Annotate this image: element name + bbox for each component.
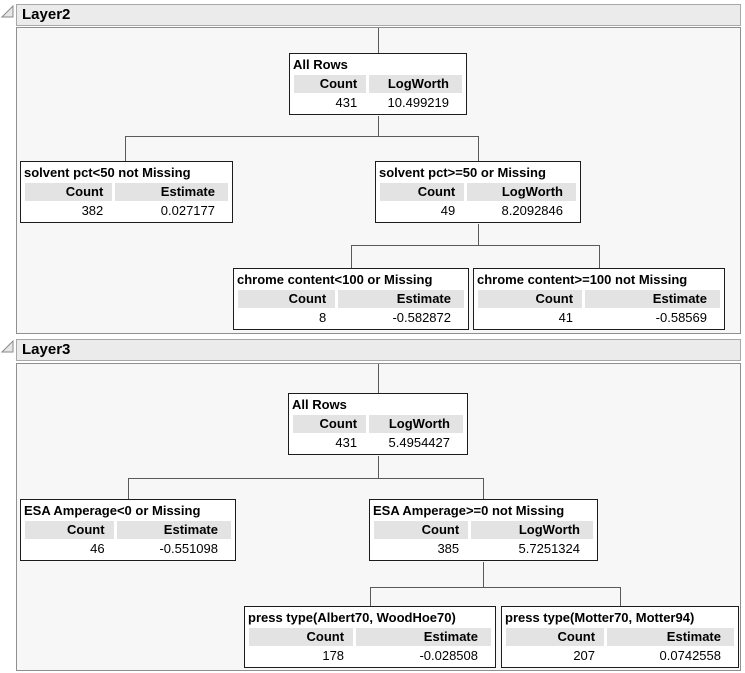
layer3-panel: All Rows Count LogWorth 431 5.4954427 ES… — [16, 363, 741, 671]
connector-line — [128, 478, 484, 479]
node-col-count: Count — [25, 521, 114, 539]
node-count-value: 178 — [322, 648, 345, 663]
tree-node-press-albert: press type(Albert70, WoodHoe70) Count Es… — [244, 606, 496, 668]
node-title: chrome content<100 or Missing — [237, 272, 433, 287]
node-stat-value: 10.499219 — [387, 95, 449, 110]
layer2-title: Layer2 — [22, 6, 71, 23]
connector-line — [478, 136, 479, 161]
node-title: press type(Albert70, WoodHoe70) — [248, 610, 456, 625]
node-col-stat: Estimate — [356, 628, 491, 646]
connector-line — [478, 224, 479, 245]
connector-line — [370, 587, 621, 588]
layer3-title: Layer3 — [22, 341, 71, 358]
node-count-value: 46 — [90, 541, 105, 556]
node-count-value: 431 — [335, 435, 358, 450]
node-title: chrome content>=100 not Missing — [477, 272, 688, 287]
node-count-value: 41 — [558, 310, 574, 325]
tree-node-all-rows: All Rows Count LogWorth 431 10.499219 — [289, 53, 467, 115]
node-stat-value: 8.2092846 — [501, 203, 563, 218]
node-stat-value: 5.7251324 — [518, 541, 580, 556]
disclosure-triangle-icon[interactable] — [0, 339, 15, 354]
node-stat-value: -0.58569 — [655, 310, 707, 325]
connector-line — [378, 456, 379, 478]
node-stat-value: -0.028508 — [419, 648, 478, 663]
node-title: ESA Amperage>=0 not Missing — [373, 503, 565, 518]
node-title: press type(Motter70, Motter94) — [505, 610, 695, 625]
connector-line — [351, 245, 600, 246]
connector-line — [125, 136, 479, 137]
node-col-stat: Estimate — [607, 628, 734, 646]
tree-node-solvent-lt50: solvent pct<50 not Missing Count Estimat… — [20, 161, 233, 223]
node-col-count: Count — [238, 290, 336, 308]
node-col-stat: LogWorth — [369, 415, 463, 433]
node-col-stat: Estimate — [585, 290, 720, 308]
node-count-value: 8 — [318, 310, 327, 325]
disclosure-triangle-icon[interactable] — [0, 4, 15, 19]
connector-line — [351, 245, 352, 268]
node-count-value: 49 — [440, 203, 456, 218]
node-count-value: 385 — [437, 541, 460, 556]
node-col-count: Count — [478, 290, 583, 308]
node-count-value: 207 — [573, 648, 596, 663]
node-stat-value: 0.027177 — [160, 203, 215, 218]
node-col-count: Count — [294, 75, 367, 93]
layer2-header-bar[interactable]: Layer2 — [16, 4, 741, 26]
layer3-header-bar[interactable]: Layer3 — [16, 339, 741, 361]
node-stat-value: 5.4954427 — [388, 435, 450, 450]
node-col-count: Count — [25, 183, 113, 201]
connector-line — [125, 136, 126, 161]
node-col-count: Count — [374, 521, 469, 539]
connector-line — [620, 587, 621, 606]
node-col-count: Count — [293, 415, 367, 433]
node-title: ESA Amperage<0 or Missing — [24, 503, 201, 518]
tree-node-chrome-lt100: chrome content<100 or Missing Count Esti… — [233, 268, 469, 330]
node-stat-value: 0.0742558 — [659, 648, 721, 663]
connector-line — [483, 562, 484, 587]
connector-line — [128, 478, 129, 499]
tree-node-press-motter: press type(Motter70, Motter94) Count Est… — [501, 606, 739, 668]
node-count-value: 431 — [335, 95, 358, 110]
disclosure-triangle-icon — [0, 339, 14, 353]
node-col-stat: Estimate — [115, 183, 228, 201]
layer2-panel: All Rows Count LogWorth 431 10.499219 so… — [16, 27, 741, 334]
node-col-stat: LogWorth — [471, 521, 593, 539]
connector-line — [599, 245, 600, 268]
tree-node-esa-ge0: ESA Amperage>=0 not Missing Count LogWor… — [369, 499, 598, 561]
connector-line — [378, 116, 379, 136]
node-stat-value: -0.582872 — [392, 310, 451, 325]
connector-line — [378, 364, 379, 393]
connector-line — [370, 587, 371, 606]
tree-node-all-rows: All Rows Count LogWorth 431 5.4954427 — [288, 393, 468, 455]
node-col-count: Count — [249, 628, 354, 646]
node-col-count: Count — [380, 183, 465, 201]
connector-line — [378, 28, 379, 53]
node-count-value: 382 — [81, 203, 104, 218]
connector-line — [483, 478, 484, 499]
disclosure-triangle-icon — [0, 4, 14, 18]
node-col-stat: LogWorth — [467, 183, 576, 201]
tree-node-chrome-ge100: chrome content>=100 not Missing Count Es… — [473, 268, 725, 330]
tree-node-solvent-ge50: solvent pct>=50 or Missing Count LogWort… — [375, 161, 581, 223]
tree-node-esa-lt0: ESA Amperage<0 or Missing Count Estimate… — [20, 499, 236, 561]
node-stat-value: -0.551098 — [159, 541, 218, 556]
node-col-count: Count — [506, 628, 605, 646]
node-col-stat: Estimate — [338, 290, 464, 308]
node-title: All Rows — [292, 397, 347, 412]
node-col-stat: Estimate — [116, 521, 231, 539]
node-title: solvent pct<50 not Missing — [24, 165, 191, 180]
node-title: solvent pct>=50 or Missing — [379, 165, 546, 180]
node-col-stat: LogWorth — [369, 75, 462, 93]
node-title: All Rows — [293, 57, 348, 72]
